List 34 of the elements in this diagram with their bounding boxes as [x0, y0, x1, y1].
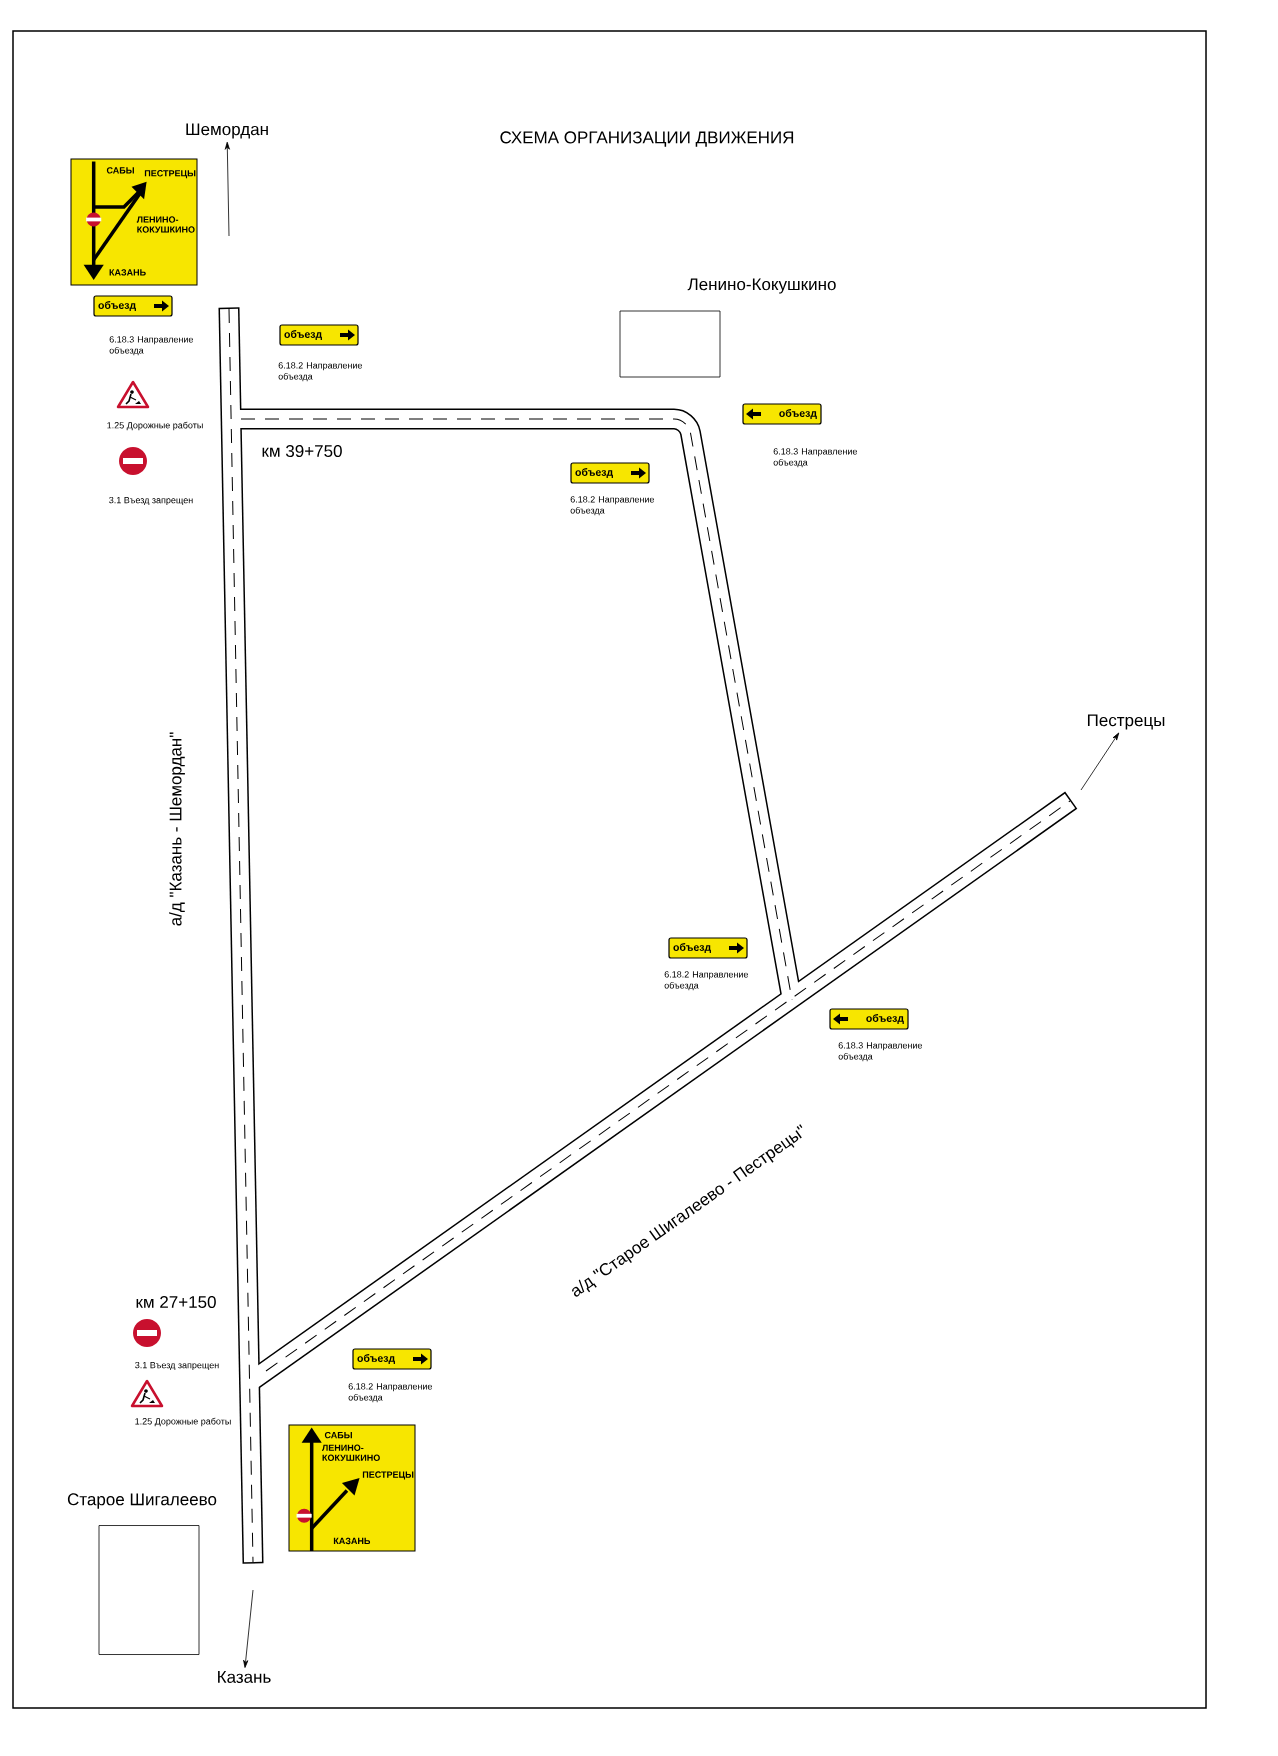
town-box: Ленино-Кокушкино: [619, 278, 836, 378]
detour-sign: объезд: [742, 403, 822, 425]
sign-caption: 1.25 Дорожные работы: [135, 1417, 231, 1427]
sign-caption: 6.18.2 Направление объезда: [278, 362, 363, 382]
sign-caption: 6.18.3 Направление объезда: [773, 448, 858, 468]
direction-arrow: [224, 141, 230, 237]
town-box: Старое Шигалеево: [67, 1493, 217, 1655]
scheme-sign: САБЫ ПЕСТРЕЦЫ ЛЕНИНО-КОКУШКИНО КАЗАНЬ: [70, 158, 198, 286]
sign-caption: 6.18.2 Направление объезда: [348, 1383, 433, 1403]
town-name: Шемордан: [186, 123, 268, 139]
sign-caption: 6.18.3 Направление объезда: [838, 1042, 923, 1062]
scheme-sign: САБЫ ЛЕНИНО-КОКУШКИНО ПЕСТРЕЦЫ КАЗАНЬ: [288, 1424, 416, 1552]
direction-arrow: [243, 1589, 254, 1668]
detour-sign: объезд: [829, 1008, 909, 1030]
detour-sign: объезд: [279, 324, 359, 346]
sign-caption: 6.18.3 Направление объезда: [109, 336, 194, 356]
town-name: Казань: [218, 1671, 271, 1683]
km-label: км 39+750: [262, 445, 342, 458]
detour-sign: объезд: [352, 1348, 432, 1370]
sign-caption: 6.18.2 Направление объезда: [570, 496, 655, 516]
detour-sign: объезд: [668, 937, 748, 959]
node-label: Старое Шигалеево: [67, 1493, 217, 1509]
detour-sign: объезд: [570, 462, 650, 484]
km-label: км 27+150: [136, 1296, 216, 1309]
sign-caption: 3.1 Въезд запрещен: [109, 496, 193, 506]
title: СХЕМА ОРГАНИЗАЦИИ ДВИЖЕНИЯ: [500, 131, 794, 147]
direction-arrow: [1080, 732, 1120, 791]
road-name: а/д "Казань - Шемордан": [169, 732, 185, 926]
sign-caption: 6.18.2 Направление объезда: [664, 971, 749, 991]
sign-caption: 3.1 Въезд запрещен: [135, 1361, 219, 1371]
node-label: Ленино-Кокушкино: [687, 278, 836, 294]
town-name: Пестрецы: [1088, 714, 1165, 730]
sign-caption: 1.25 Дорожные работы: [107, 421, 203, 431]
detour-sign: объезд: [93, 295, 173, 317]
